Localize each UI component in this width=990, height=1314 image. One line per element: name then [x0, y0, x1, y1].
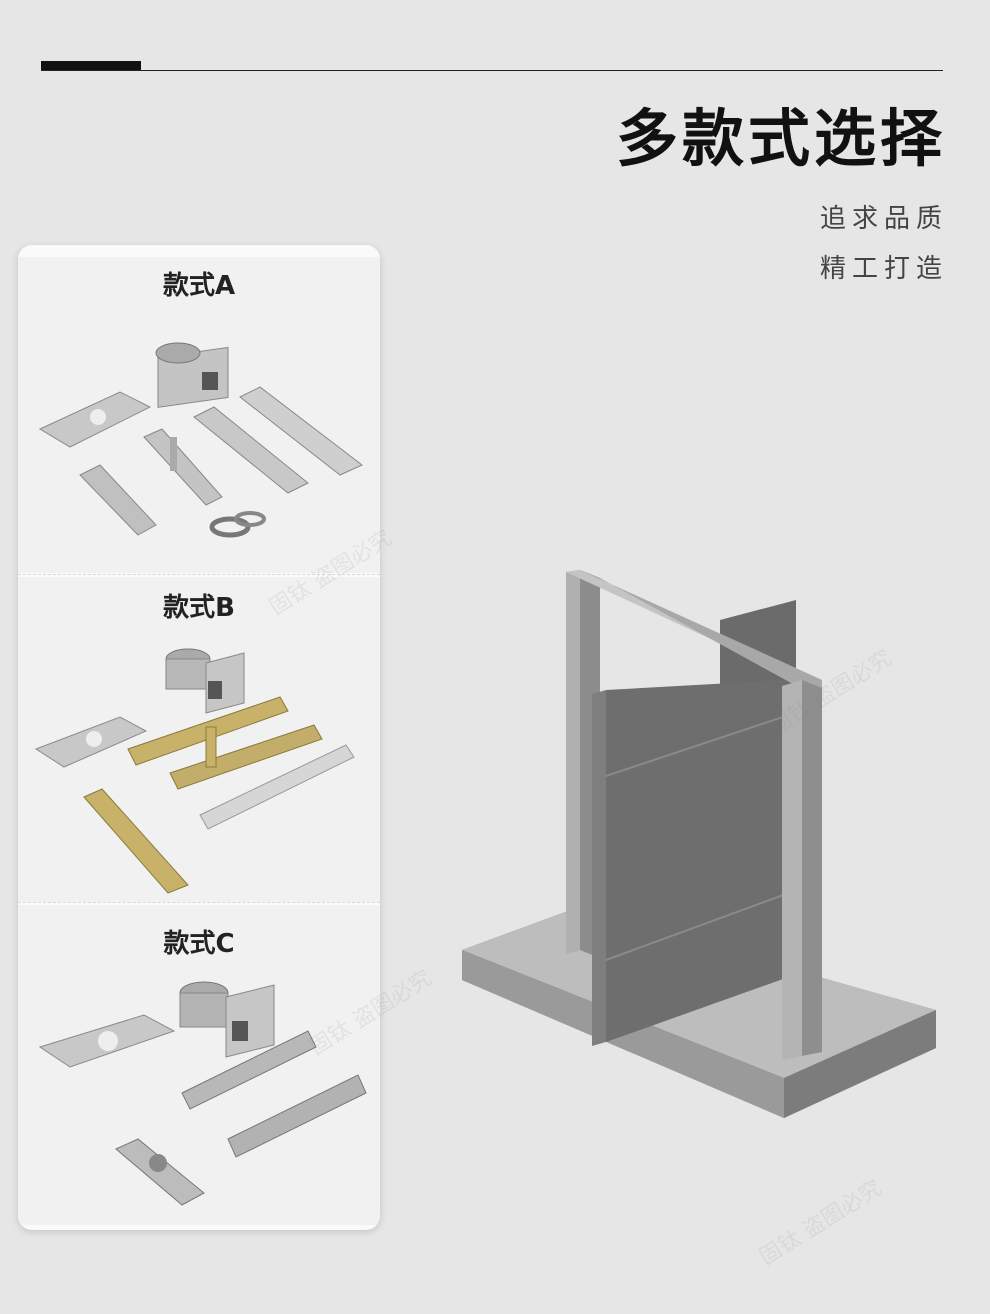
header-accent-bar: [41, 61, 141, 70]
style-b-panel: 款式B: [18, 577, 380, 902]
subtitle-line-1: 追求品质: [819, 204, 948, 234]
style-b-hardware-image: [34, 648, 355, 894]
style-c-hardware-image: [38, 981, 367, 1206]
divider: [18, 902, 380, 903]
style-a-hardware-image: [38, 342, 363, 538]
page-title: 多款式选择: [615, 102, 946, 175]
styles-card: 款式A 款式B: [18, 245, 380, 1230]
subtitle-line-2: 精工打造: [819, 254, 948, 284]
style-b-label: 款式B: [163, 593, 235, 623]
header-rule: [41, 70, 943, 71]
divider: [18, 574, 380, 575]
style-a-panel: 款式A: [18, 257, 380, 573]
style-c-label: 款式C: [163, 929, 235, 959]
pivot-door-illustration: [462, 570, 936, 1118]
watermark: 固钛 盗图必究: [755, 1175, 887, 1271]
style-c-panel: 款式C: [18, 905, 380, 1225]
style-a-label: 款式A: [162, 271, 236, 301]
